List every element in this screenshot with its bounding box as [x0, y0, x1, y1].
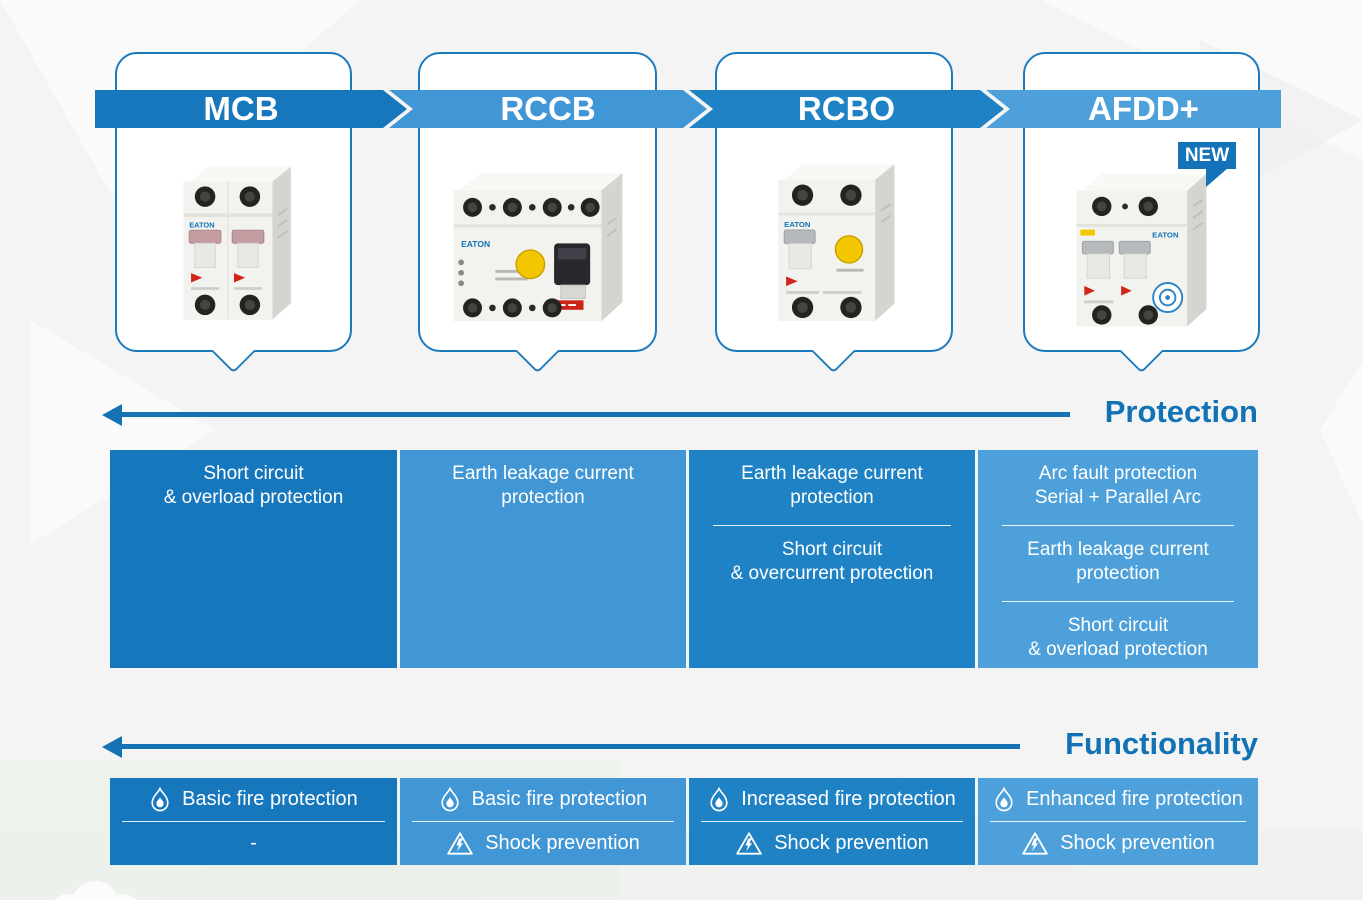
fire-icon — [995, 786, 1013, 811]
shock-icon — [1022, 832, 1048, 855]
fire-icon — [441, 786, 459, 811]
fire-icon — [710, 786, 728, 811]
protection-cell-rcbo: Earth leakage current protection Short c… — [689, 450, 975, 668]
svg-text:EATON: EATON — [1152, 230, 1179, 239]
new-badge: NEW — [1178, 142, 1236, 169]
functionality-text: Shock prevention — [1060, 832, 1215, 854]
protection-arrow-head — [102, 404, 122, 426]
svg-text:EATON: EATON — [784, 220, 811, 229]
functionality-text: Shock prevention — [485, 832, 640, 854]
functionality-cell-mcb: Basic fire protection - — [110, 778, 397, 865]
functionality-cell-rccb: Basic fire protection Shock prevention — [400, 778, 686, 865]
protection-item: Earth leakage current protection — [452, 463, 634, 508]
device-image-mcb: EATON — [183, 166, 291, 320]
device-image-afdd: EATON — [1076, 173, 1207, 327]
functionality-text: Basic fire protection — [471, 788, 648, 810]
functionality-arrow-line — [121, 744, 1020, 749]
functionality-row: Basic fire protection — [412, 778, 674, 822]
functionality-text: Enhanced fire protection — [1026, 788, 1243, 810]
functionality-arrow-label: Functionality — [1065, 726, 1258, 761]
svg-text:EATON: EATON — [461, 239, 490, 249]
functionality-row: Shock prevention — [412, 822, 674, 865]
functionality-text: Shock prevention — [774, 832, 929, 854]
protection-cell-mcb: Short circuit & overload protection — [110, 450, 397, 668]
header-band-segment-afdd: AFDD+ — [986, 90, 1281, 128]
protection-item: Earth leakage current protection — [1002, 526, 1234, 602]
functionality-row: Shock prevention — [990, 822, 1246, 865]
header-label-afdd: AFDD+ — [1088, 90, 1199, 127]
fire-icon — [151, 786, 169, 811]
functionality-cell-afdd: Enhanced fire protection Shock preventio… — [978, 778, 1258, 865]
functionality-row: - — [122, 822, 385, 865]
protection-item: Earth leakage current protection — [713, 450, 951, 526]
protection-arrow-line — [121, 412, 1070, 417]
header-band-segment-mcb: MCB — [95, 90, 407, 128]
protection-arrow-label: Protection — [1104, 394, 1258, 429]
protection-item: Short circuit & overload protection — [1028, 615, 1208, 660]
functionality-text: - — [250, 832, 257, 854]
functionality-row: Increased fire protection — [701, 778, 963, 822]
header-band-segment-rccb: RCCB — [389, 90, 707, 128]
header-band-segment-rcbo: RCBO — [689, 90, 1004, 128]
svg-text:EATON: EATON — [189, 220, 214, 229]
functionality-arrow-head — [102, 736, 122, 758]
functionality-text: Increased fire protection — [741, 788, 956, 810]
functionality-row: Basic fire protection — [122, 778, 385, 822]
header-label-mcb: MCB — [203, 90, 279, 127]
protection-item: Short circuit & overcurrent protection — [730, 539, 934, 584]
header-label-rccb: RCCB — [500, 90, 596, 127]
device-image-rcbo: EATON — [778, 164, 895, 321]
functionality-row: Enhanced fire protection — [990, 778, 1246, 822]
device-image-rccb: EATON — [453, 173, 623, 322]
shock-icon — [736, 832, 762, 855]
protection-item: Short circuit & overload protection — [163, 463, 344, 508]
protection-item: Arc fault protection Serial + Parallel A… — [1002, 450, 1234, 526]
functionality-cell-rcbo: Increased fire protection Shock preventi… — [689, 778, 975, 865]
functionality-text: Basic fire protection — [182, 788, 358, 810]
shock-icon — [447, 832, 473, 855]
protection-cell-afdd: Arc fault protection Serial + Parallel A… — [978, 450, 1258, 668]
header-label-rcbo: RCBO — [797, 90, 896, 127]
functionality-row: Shock prevention — [701, 822, 963, 865]
protection-cell-rccb: Earth leakage current protection — [400, 450, 686, 668]
